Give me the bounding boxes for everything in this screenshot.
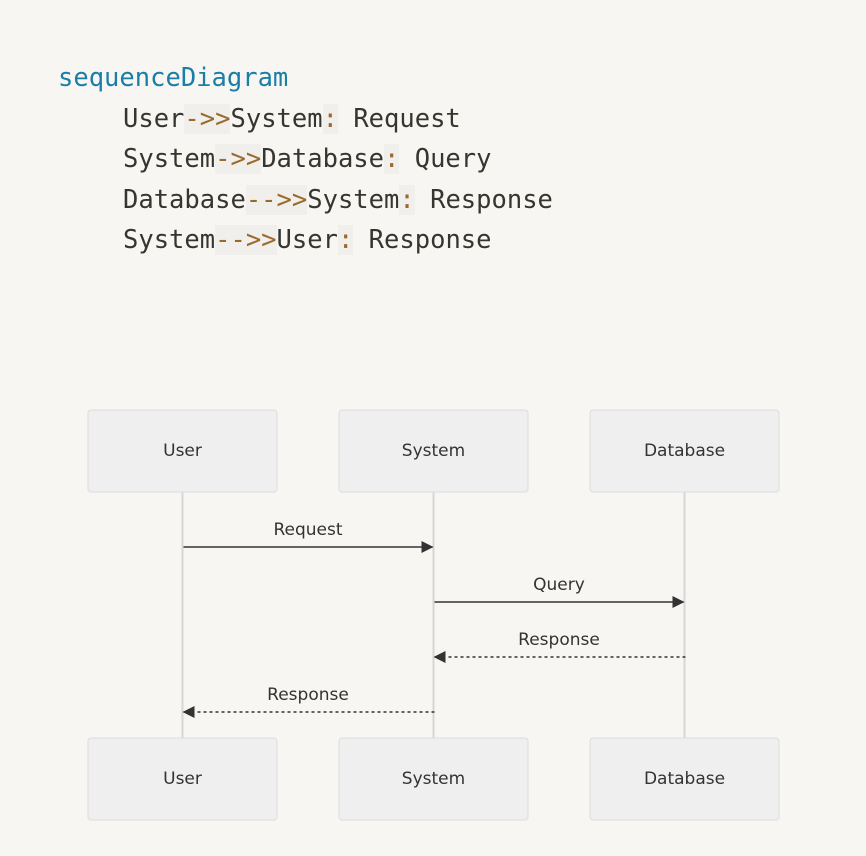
code-colon: : [399, 184, 415, 215]
code-line: System->>Database: Query [58, 139, 553, 180]
code-keyword: sequenceDiagram [58, 63, 289, 93]
code-from: User [123, 103, 185, 134]
message-label: Query [533, 575, 585, 595]
code-colon: : [337, 225, 354, 255]
lifelines [181, 492, 686, 738]
code-to: User [276, 225, 338, 255]
actor-top: System [338, 409, 529, 493]
code-line: User->>System: Request [58, 99, 553, 140]
actor-box [338, 737, 529, 821]
actor-bottom: Database [589, 737, 780, 821]
actor-box [338, 409, 529, 493]
actor-bottom: System [338, 737, 529, 821]
actor-label: Database [644, 441, 725, 461]
actor-label: Database [644, 769, 725, 789]
actor-label: System [402, 441, 465, 461]
actor-bottom: User [87, 737, 278, 821]
code-text: Request [337, 103, 461, 134]
actor-label: User [163, 769, 202, 789]
message: Query [434, 575, 685, 608]
message: Response [433, 630, 686, 663]
code-to: Database [261, 144, 385, 174]
message: Request [183, 520, 434, 553]
code-text: Query [399, 144, 492, 174]
message-label: Request [273, 520, 342, 540]
code-colon: : [384, 144, 400, 174]
code-from: Database [123, 184, 246, 215]
actor-box [87, 409, 278, 493]
message: Response [182, 685, 435, 718]
code-text: Response [353, 225, 492, 255]
actor-label: User [163, 441, 202, 461]
code-arrow: -->> [245, 184, 308, 215]
code-arrow: ->> [184, 103, 231, 134]
code-arrow: -->> [215, 225, 277, 255]
code-from: System [123, 225, 216, 255]
code-colon: : [322, 103, 338, 134]
code-line: System-->>User: Response [58, 220, 553, 261]
message-label: Response [267, 685, 349, 705]
actor-box [87, 737, 278, 821]
actor-label: System [402, 769, 465, 789]
code-text: Response [414, 184, 553, 215]
message-label: Response [518, 630, 600, 650]
code-to: System [307, 184, 400, 215]
actor-top: User [87, 409, 278, 493]
code-to: System [230, 103, 323, 134]
actor-top: Database [589, 409, 780, 493]
code-line-header: sequenceDiagram [58, 58, 553, 99]
actor-box [589, 409, 780, 493]
code-from: System [123, 144, 216, 174]
code-arrow: ->> [215, 144, 262, 174]
code-line: Database-->>System: Response [58, 180, 553, 221]
actor-box [589, 737, 780, 821]
